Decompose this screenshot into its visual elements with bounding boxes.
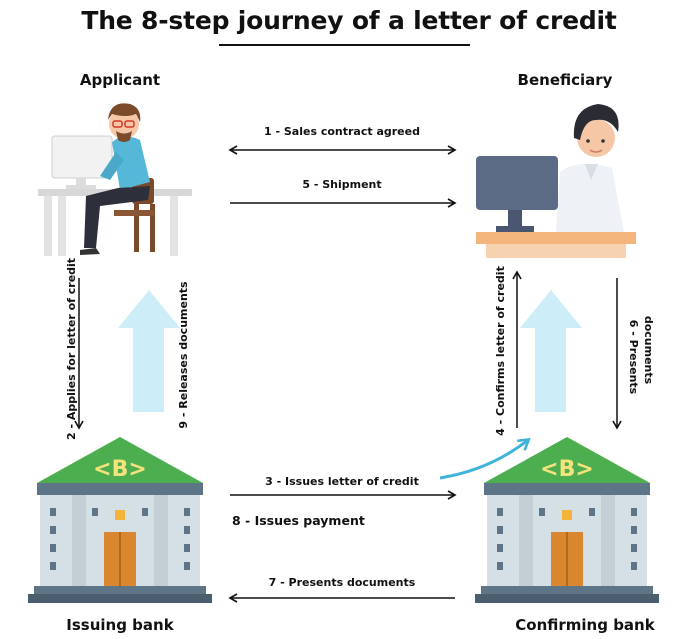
step-8-label: 8 - Issues payment <box>232 513 365 528</box>
issuing-bank-icon: <B> <box>28 437 212 603</box>
applicant-icon <box>38 103 192 256</box>
issuing-bank-letter: <B> <box>93 457 147 482</box>
confirming-bank-letter: <B> <box>540 457 594 482</box>
step-1-label: 1 - Sales contract agreed <box>264 125 420 138</box>
step-9-label: 9 - Releases documents <box>177 281 190 429</box>
page-title: The 8-step journey of a letter of credit <box>81 6 617 35</box>
step-4-label: 4 - Confirms letter of credit <box>494 266 507 436</box>
step-6-label-line1: 6 - Presents <box>627 319 640 395</box>
light-up-arrow-left <box>118 290 180 412</box>
step-2-label: 2 - Applies for letter of credit <box>65 257 78 440</box>
beneficiary-icon <box>476 104 636 258</box>
curved-arrow <box>439 440 528 480</box>
light-up-arrow-right <box>520 290 582 412</box>
confirming-bank-icon: <B> <box>475 437 659 603</box>
step-6-label-line2: documents <box>642 315 655 385</box>
step-5-label: 5 - Shipment <box>302 178 382 191</box>
beneficiary-label: Beneficiary <box>517 71 613 89</box>
step-3-label: 3 - Issues letter of credit <box>265 475 419 488</box>
step-7-label: 7 - Presents documents <box>268 576 416 589</box>
title-underline <box>219 44 470 46</box>
confirming-bank-label: Confirming bank <box>515 616 655 634</box>
issuing-bank-label: Issuing bank <box>66 616 174 634</box>
applicant-label: Applicant <box>79 71 161 89</box>
